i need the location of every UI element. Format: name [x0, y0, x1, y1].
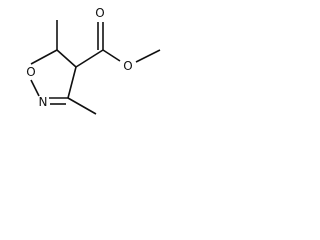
bond-c5-c4: [56, 49, 77, 68]
bond-c3-methyl: [67, 97, 97, 115]
bond-ester-o-methyl: [135, 49, 161, 63]
bond-n-o: [30, 79, 40, 97]
bond-c4-carbonyl: [75, 49, 104, 68]
carbonyl-oxygen-label: O: [95, 6, 104, 20]
chemical-structure: O N O O: [26, 6, 161, 115]
structure-canvas: O N O O: [0, 0, 180, 140]
bond-o-c5: [30, 49, 58, 65]
ester-oxygen-label: O: [123, 59, 132, 73]
ring-oxygen-label: O: [26, 65, 35, 79]
ring-nitrogen-label: N: [39, 95, 48, 109]
bond-c4-c3: [67, 66, 77, 99]
bond-carbonyl-ester-o: [102, 49, 121, 62]
